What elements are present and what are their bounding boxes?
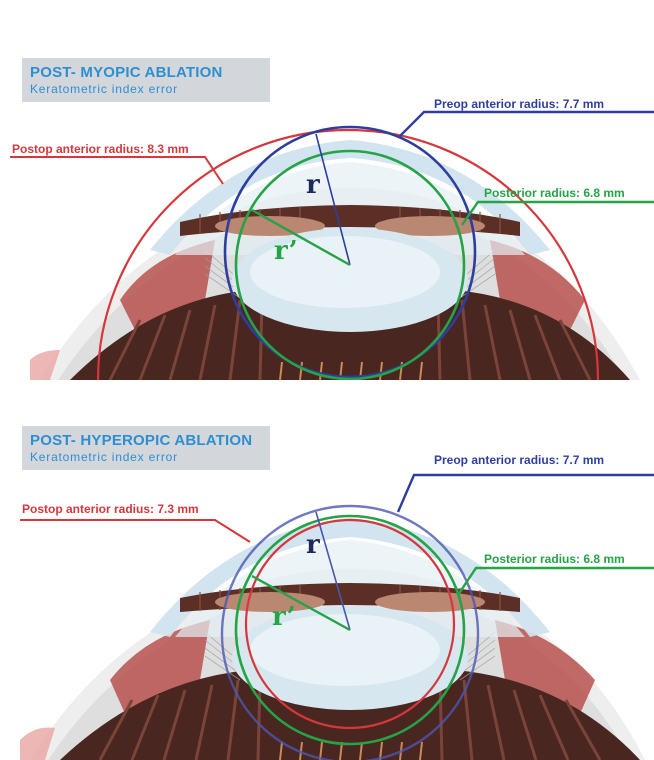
- postop-anterior-radius-label: Postop anterior radius: 7.3 mm: [22, 502, 199, 516]
- postop-leader-line: [10, 157, 223, 184]
- r-prime-label: r’: [274, 236, 298, 266]
- postop-leader-line: [20, 520, 250, 542]
- preop-leader-line: [400, 112, 654, 136]
- posterior-radius-label: Posterior radius: 6.8 mm: [484, 186, 625, 200]
- myopic-panel: POST- MYOPIC ABLATION Keratometric index…: [0, 0, 654, 380]
- hyperopic-panel: POST- HYPEROPIC ABLATION Keratometric in…: [0, 380, 654, 760]
- panel-title: POST- MYOPIC ABLATION: [30, 64, 223, 81]
- r-label: r: [306, 170, 320, 200]
- panel-subtitle: Keratometric index error: [30, 82, 178, 96]
- r-label: r: [306, 530, 320, 560]
- posterior-radius-label: Posterior radius: 6.8 mm: [484, 552, 625, 566]
- preop-anterior-radius-label: Preop anterior radius: 7.7 mm: [434, 453, 604, 467]
- title-box: POST- HYPEROPIC ABLATION Keratometric in…: [22, 426, 270, 470]
- title-box: POST- MYOPIC ABLATION Keratometric index…: [22, 58, 270, 102]
- panel-title: POST- HYPEROPIC ABLATION: [30, 432, 252, 449]
- eye-cross-section-illustration: [30, 140, 640, 380]
- preop-leader-line: [398, 475, 654, 512]
- panel-subtitle: Keratometric index error: [30, 450, 178, 464]
- r-prime-label: r’: [272, 602, 296, 632]
- preop-anterior-radius-label: Preop anterior radius: 7.7 mm: [434, 97, 604, 111]
- postop-anterior-radius-label: Postop anterior radius: 8.3 mm: [12, 142, 189, 156]
